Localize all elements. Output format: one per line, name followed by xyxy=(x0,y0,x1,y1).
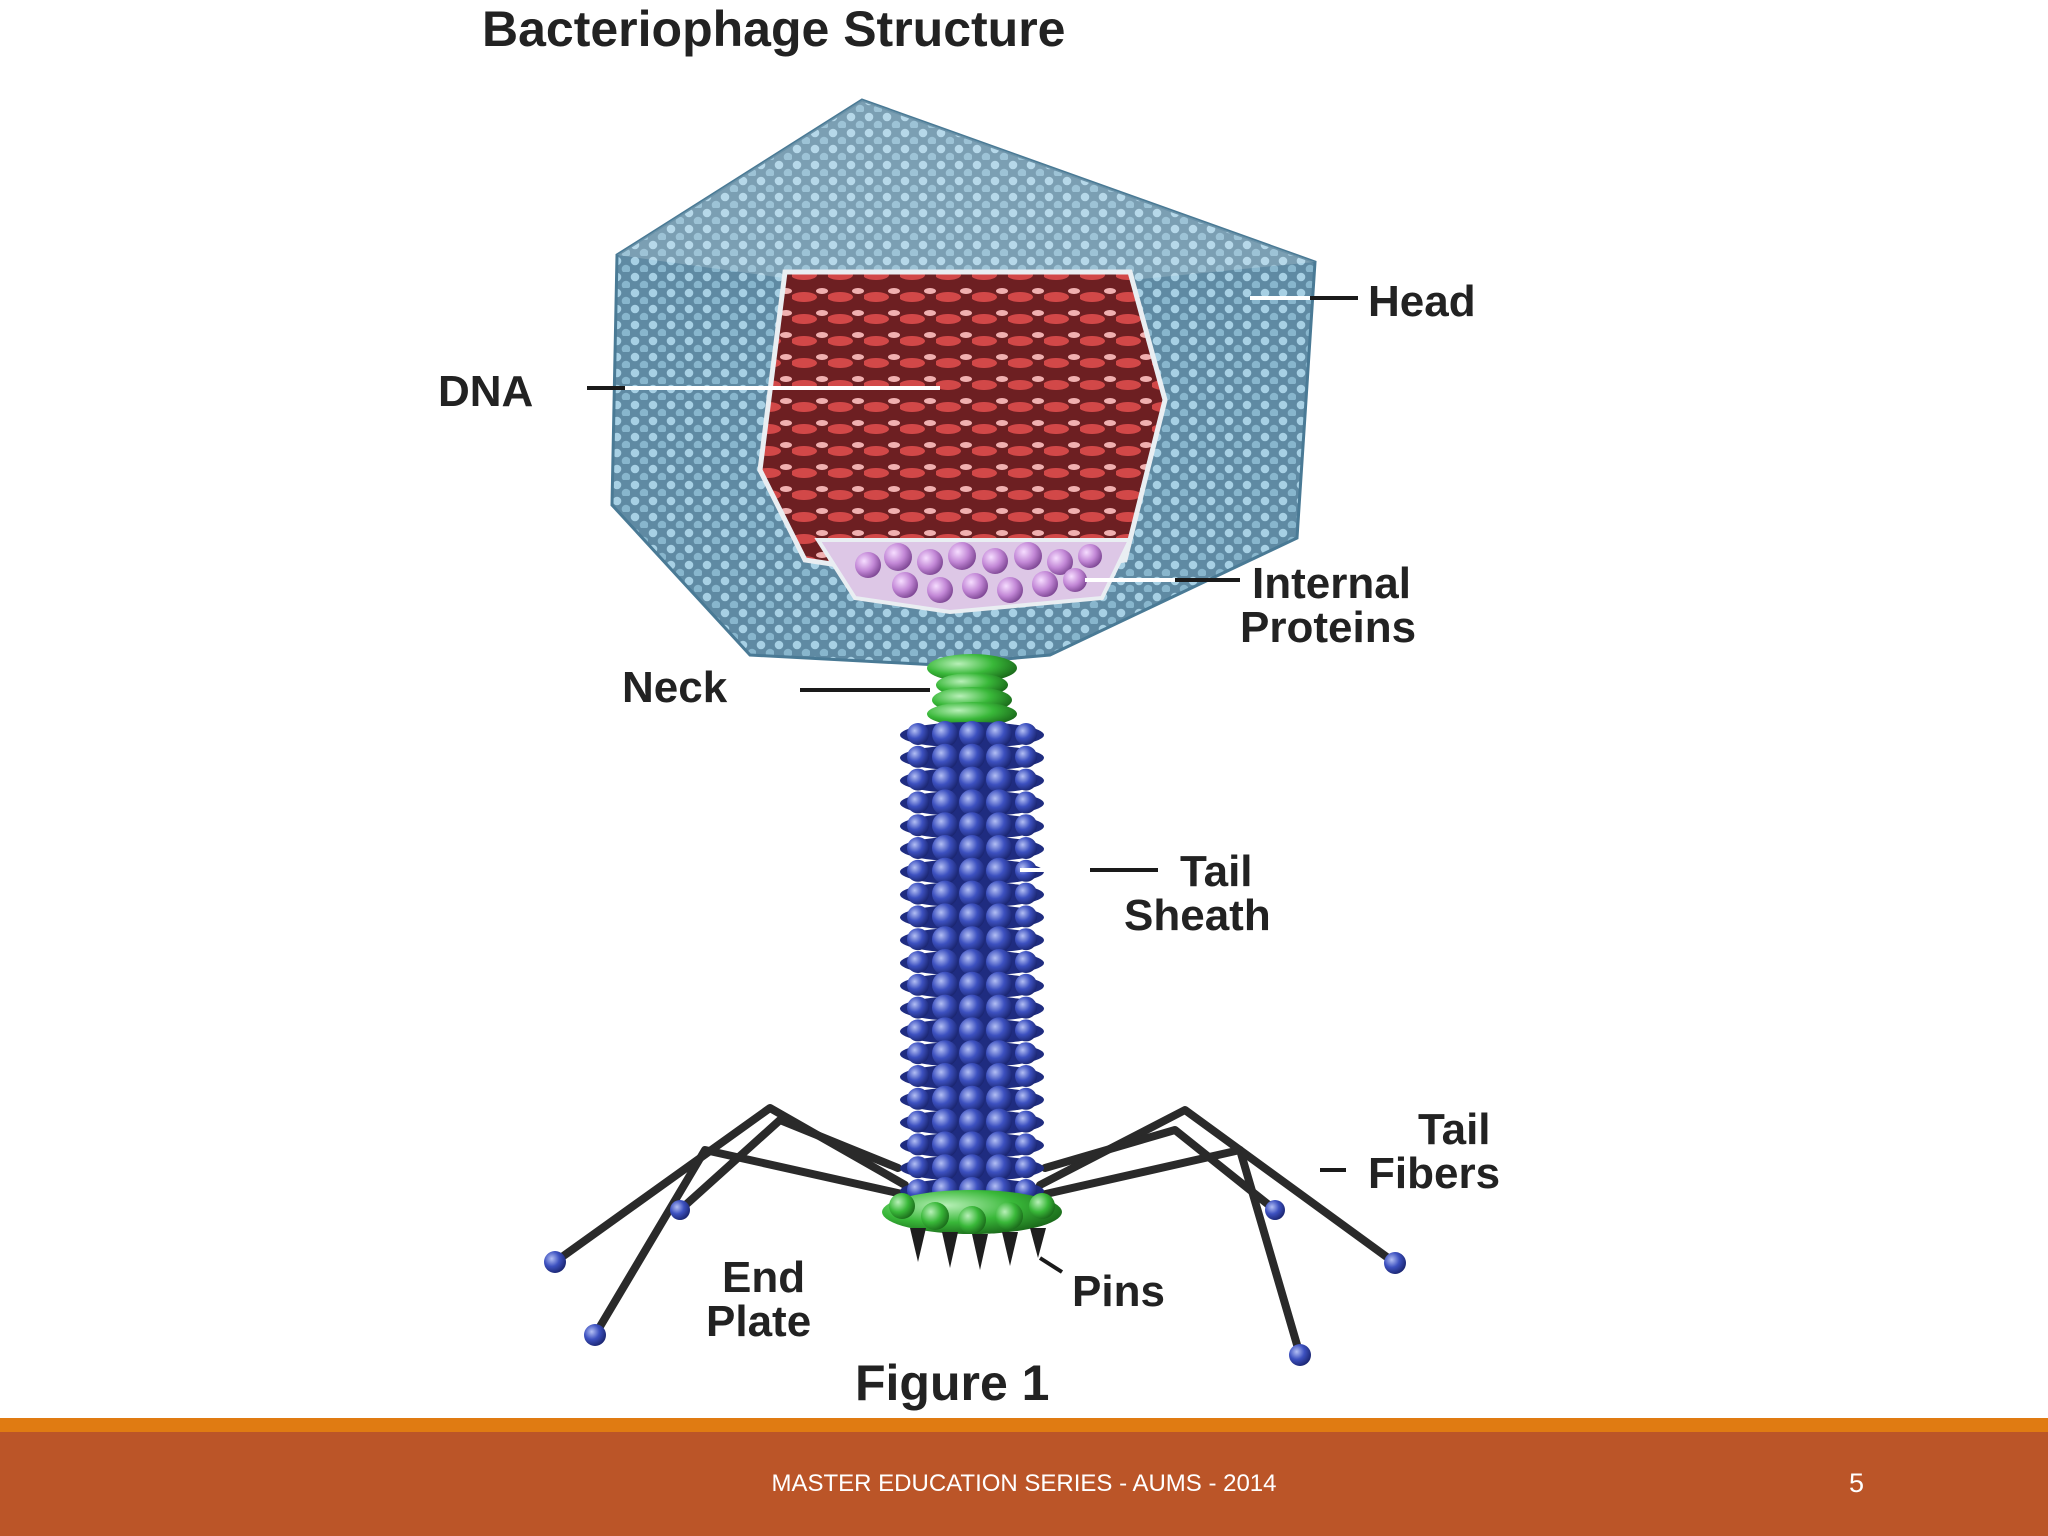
label-neck: Neck xyxy=(622,663,728,712)
label-internal-proteins-1: Internal xyxy=(1252,559,1411,608)
figure-caption: Figure 1 xyxy=(855,1355,1049,1411)
label-end-plate-2: Plate xyxy=(706,1297,811,1346)
page-number: 5 xyxy=(1848,1468,1864,1498)
tail-sheath xyxy=(900,721,1044,1204)
footer-accent-stripe xyxy=(0,1418,2048,1432)
pins xyxy=(910,1228,1046,1270)
footer-bar xyxy=(0,1432,2048,1536)
label-tail-sheath-1: Tail xyxy=(1180,847,1253,896)
footer-text: MASTER EDUCATION SERIES - AUMS - 2014 xyxy=(771,1470,1277,1497)
dna-cutaway xyxy=(757,269,1168,585)
diagram-title: Bacteriophage Structure xyxy=(482,1,1065,57)
tail-fiber-tips xyxy=(544,1200,1406,1366)
phage-neck xyxy=(927,654,1017,726)
label-head: Head xyxy=(1368,277,1476,326)
internal-proteins-beads xyxy=(855,542,1102,603)
label-end-plate-1: End xyxy=(722,1253,805,1302)
label-dna: DNA xyxy=(438,367,533,416)
leader-lines xyxy=(587,296,1358,1274)
label-tail-fibers-1: Tail xyxy=(1418,1105,1491,1154)
label-pins: Pins xyxy=(1072,1267,1165,1316)
label-tail-fibers-2: Fibers xyxy=(1368,1149,1500,1198)
label-internal-proteins-2: Proteins xyxy=(1240,603,1416,652)
end-plate xyxy=(882,1190,1062,1234)
phage-head xyxy=(610,98,1317,667)
label-tail-sheath-2: Sheath xyxy=(1124,891,1271,940)
bacteriophage-diagram: Bacteriophage Structure xyxy=(438,1,1500,1411)
tail-fibers xyxy=(551,1104,1399,1359)
